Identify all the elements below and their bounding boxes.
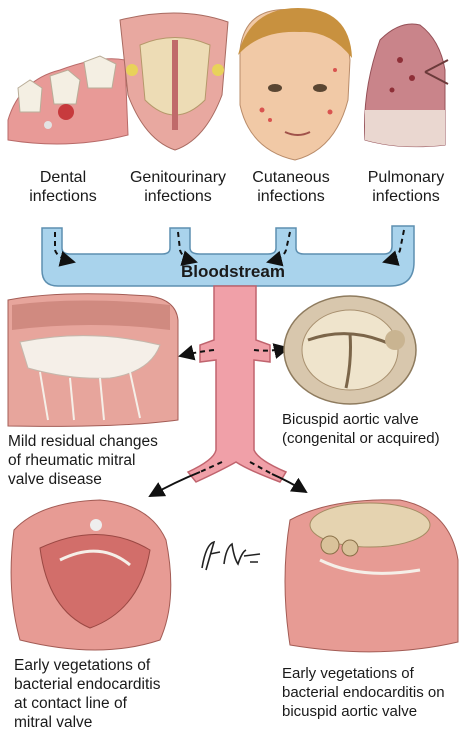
caption-early-vegetations-bicuspid: Early vegetations of bacterial endocardi… — [282, 664, 465, 721]
flow-arrow-to-early-right — [272, 474, 306, 492]
caption-line: (congenital or acquired) — [282, 429, 464, 448]
lung-illustration — [365, 24, 448, 147]
caption-line: of rheumatic mitral — [8, 451, 208, 470]
source-line2: infections — [122, 187, 234, 206]
caption-line: at contact line of — [14, 694, 204, 713]
caption-line: Mild residual changes — [8, 432, 208, 451]
caption-bicuspid-aortic: Bicuspid aortic valve (congenital or acq… — [282, 410, 464, 448]
caption-line: valve disease — [8, 470, 208, 489]
source-label-pulmonary: Pulmonary infections — [358, 168, 454, 206]
source-label-cutaneous: Cutaneous infections — [245, 168, 337, 206]
prostate-illustration — [120, 13, 228, 150]
child-face-illustration — [238, 8, 352, 160]
source-line2: infections — [245, 187, 337, 206]
caption-early-vegetations-mitral: Early vegetations of bacterial endocardi… — [14, 656, 204, 732]
source-line2: infections — [18, 187, 108, 206]
source-label-dental: Dental infections — [18, 168, 108, 206]
caption-line: bacterial endocarditis on — [282, 683, 465, 702]
dental-gum-illustration — [8, 56, 128, 144]
early-vegetations-mitral-illustration — [11, 500, 171, 650]
early-vegetations-bicuspid-illustration — [285, 500, 458, 652]
bicuspid-aortic-valve-illustration — [284, 296, 416, 404]
caption-rheumatic-mitral: Mild residual changes of rheumatic mitra… — [8, 432, 208, 489]
bloodstream-label: Bloodstream — [150, 262, 316, 281]
source-line1: Cutaneous — [245, 168, 337, 187]
source-label-genitourinary: Genitourinary infections — [122, 168, 234, 206]
source-line1: Genitourinary — [122, 168, 234, 187]
source-line2: infections — [358, 187, 454, 206]
caption-line: Early vegetations of — [14, 656, 204, 675]
caption-line: bicuspid aortic valve — [282, 702, 465, 721]
caption-line: bacterial endocarditis — [14, 675, 204, 694]
caption-line: Early vegetations of — [282, 664, 465, 683]
source-line1: Pulmonary — [358, 168, 454, 187]
signature-mark — [196, 534, 266, 574]
rheumatic-mitral-valve-illustration — [8, 294, 178, 427]
caption-line: Bicuspid aortic valve — [282, 410, 464, 429]
caption-line: mitral valve — [14, 713, 204, 732]
source-line1: Dental — [18, 168, 108, 187]
